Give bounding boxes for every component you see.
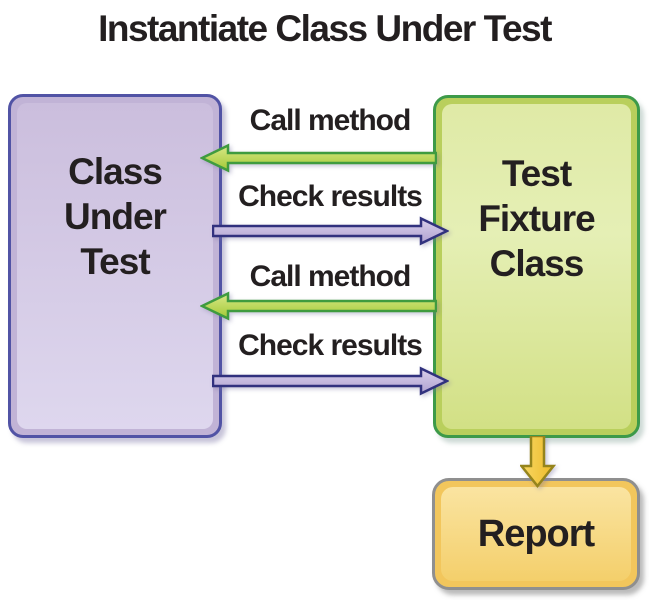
diagram-title: Instantiate Class Under Test [98, 8, 552, 49]
right-arrow-icon-check-results-1 [212, 216, 449, 246]
report-box: Report [432, 478, 640, 590]
left-arrow-icon-call-method-1 [200, 143, 437, 173]
call-method-label-2: Call method [249, 260, 412, 293]
class-under-test-label: Class Under Test [64, 151, 167, 282]
left-arrow-icon-call-method-2 [200, 291, 437, 321]
class-under-test-box: Class Under Test [8, 94, 222, 438]
test-fixture-class-box: Test Fixture Class [433, 95, 640, 438]
check-results-label-1: Check results [238, 180, 423, 213]
call-method-label-1: Call method [249, 104, 412, 137]
report-box-inner [441, 487, 631, 581]
class-under-test-box-inner [17, 103, 213, 429]
down-arrow-icon-report [520, 436, 556, 488]
test-fixture-class-label: Test Fixture Class [478, 153, 595, 284]
test-fixture-class-box-inner [442, 104, 631, 429]
check-results-label-2: Check results [238, 329, 423, 362]
right-arrow-icon-check-results-2 [212, 366, 449, 396]
report-label: Report [477, 513, 595, 555]
